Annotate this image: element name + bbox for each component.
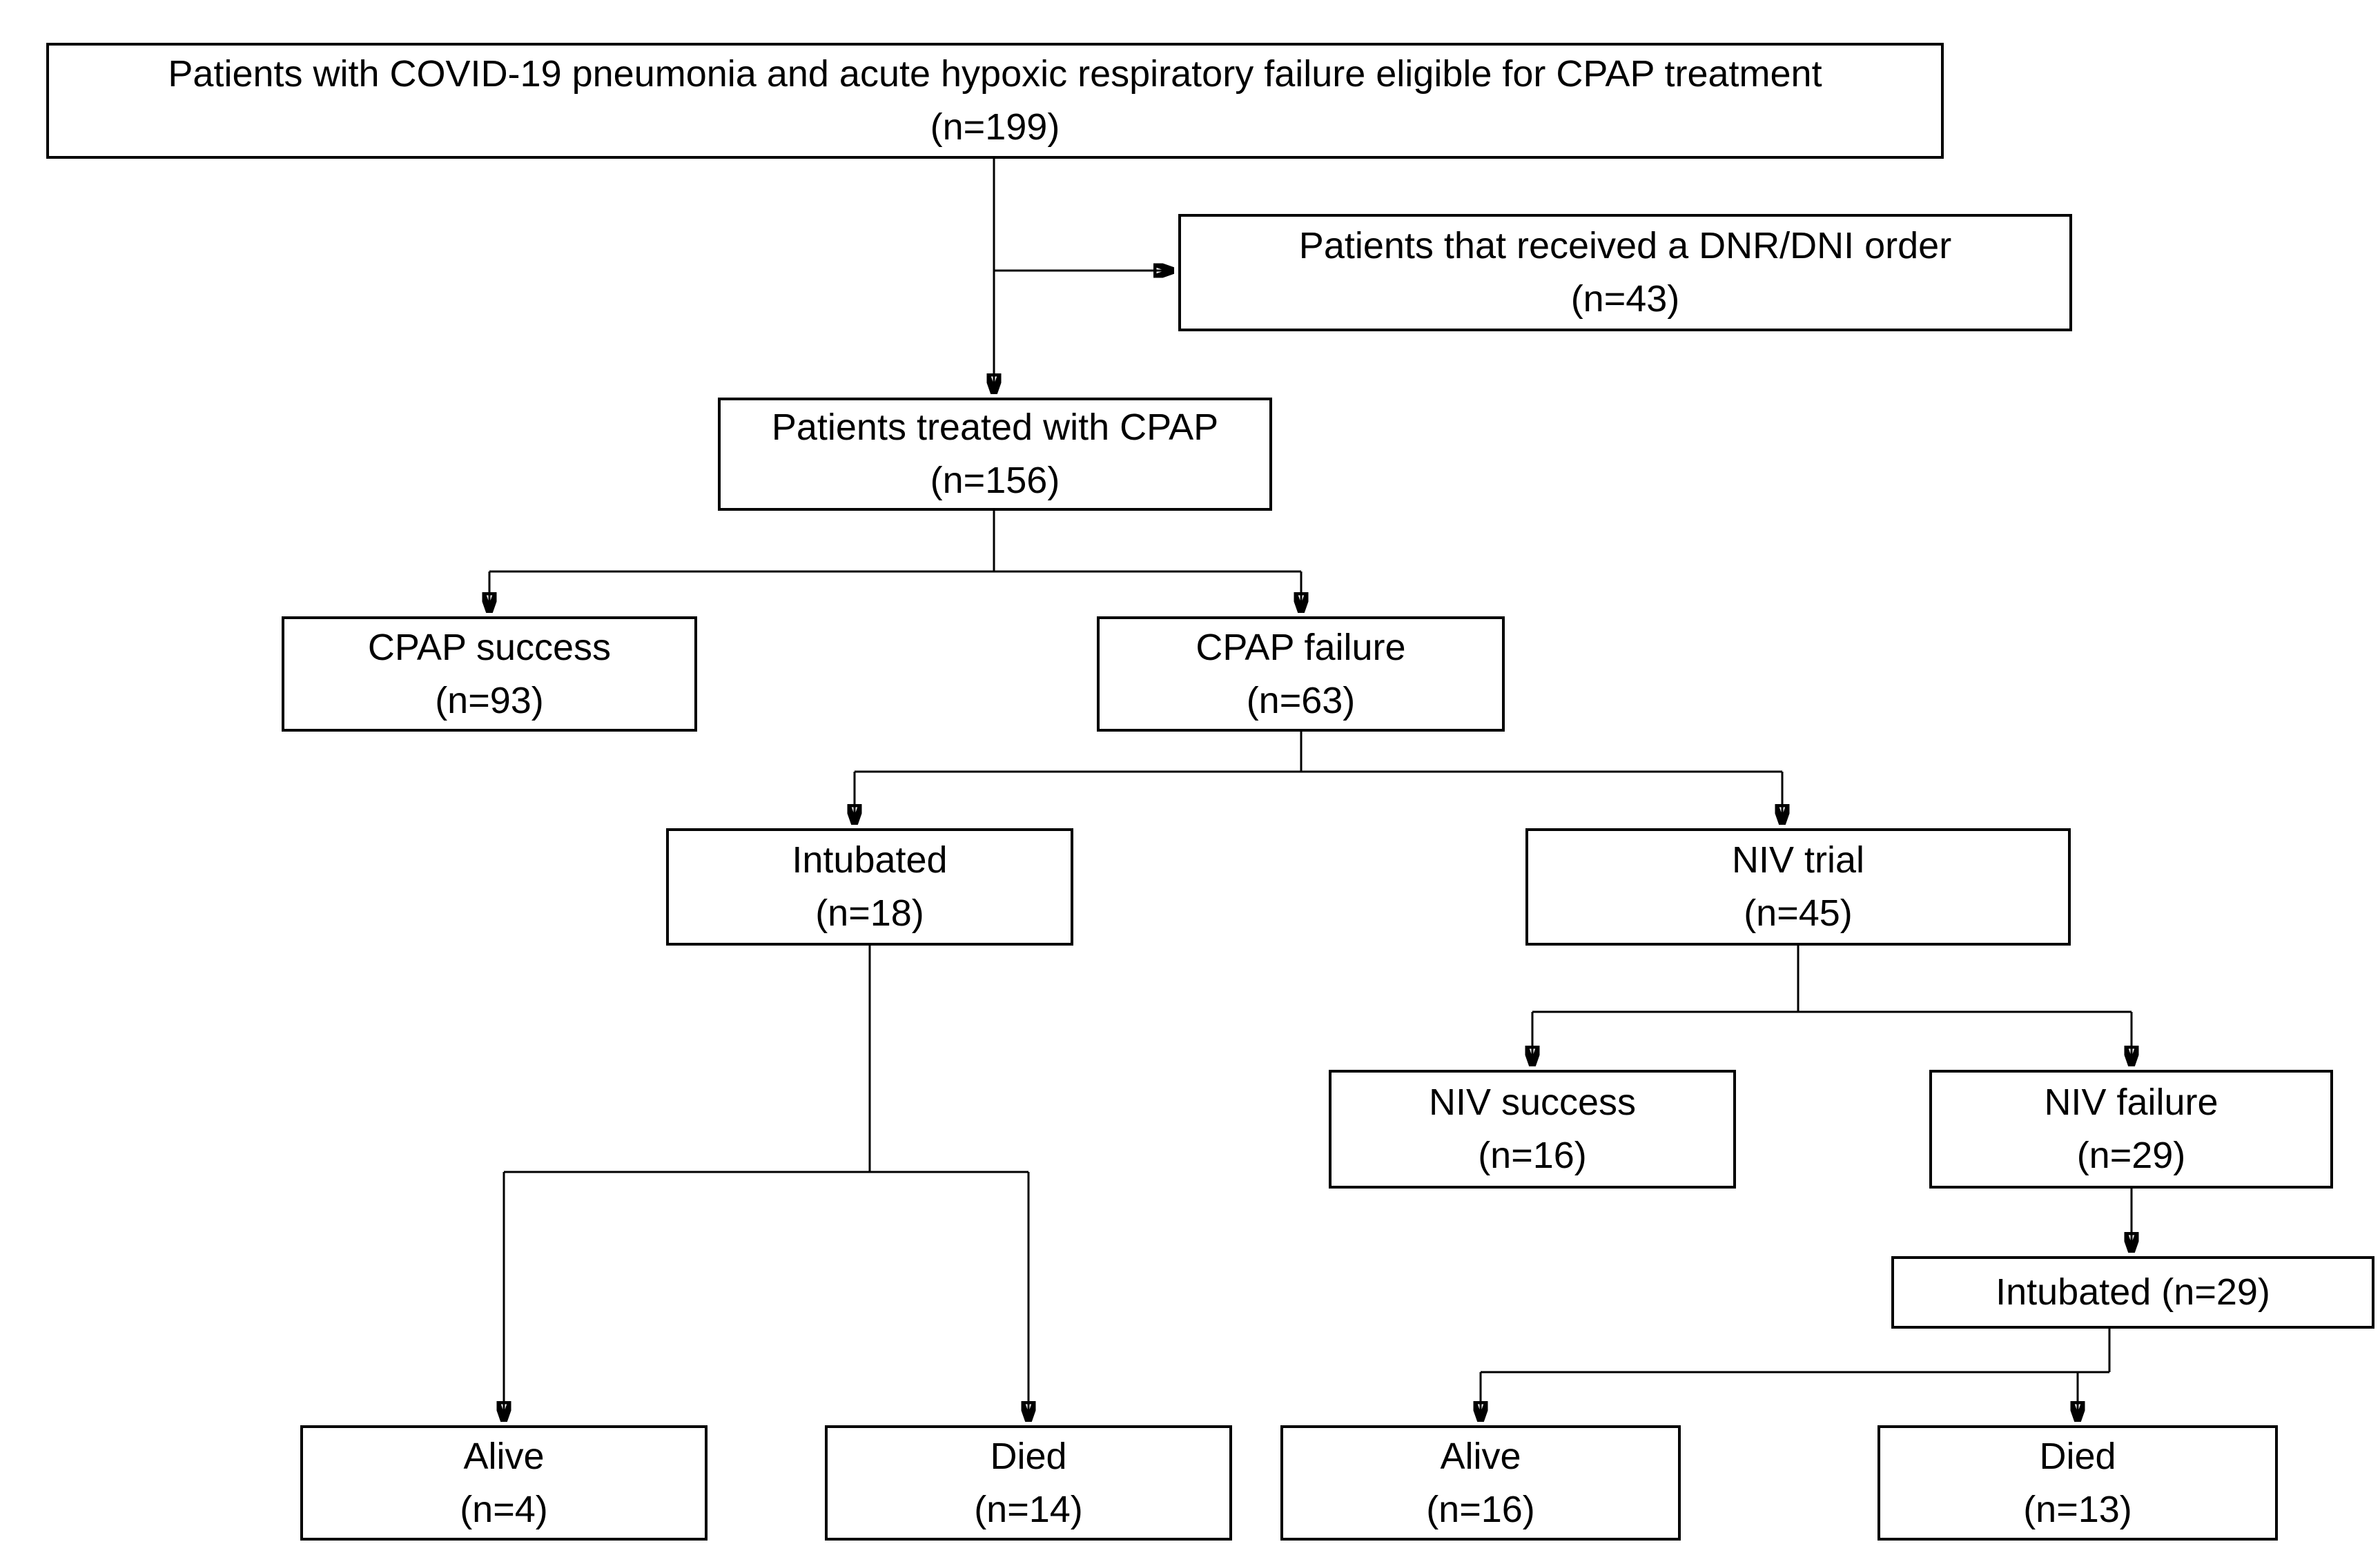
box-count: (n=18) (815, 892, 924, 934)
flow-box-died-after-niv: Died (n=13) (1877, 1425, 2278, 1541)
box-label: NIV success (1428, 1082, 1637, 1124)
box-count: (n=29) (2076, 1135, 2186, 1176)
box-count: (n=13) (2023, 1488, 2132, 1530)
box-label: NIV trial (1731, 839, 1865, 881)
box-label: Alive (1440, 1435, 1521, 1477)
flow-box-alive-after-niv: Alive (n=16) (1280, 1425, 1681, 1541)
flow-box-intubated-after-niv: Intubated (n=29) (1891, 1256, 2374, 1329)
box-count: (n=63) (1246, 679, 1356, 721)
flow-box-niv-trial: NIV trial (n=45) (1525, 828, 2071, 946)
box-label: Died (2039, 1435, 2116, 1477)
box-label: Died (990, 1435, 1067, 1477)
box-label: CPAP success (367, 626, 612, 668)
box-count: (n=43) (1570, 278, 1680, 320)
box-label: Alive (463, 1435, 545, 1477)
box-count: (n=16) (1478, 1135, 1587, 1176)
box-count: (n=93) (435, 679, 544, 721)
box-count: (n=4) (460, 1488, 548, 1530)
flow-box-eligible: Patients with COVID-19 pneumonia and acu… (46, 43, 1944, 159)
flow-box-cpap-failure: CPAP failure (n=63) (1097, 616, 1505, 732)
flow-box-died-primary: Died (n=14) (825, 1425, 1232, 1541)
box-label: Intubated (792, 839, 948, 881)
flow-box-dnr-dni: Patients that received a DNR/DNI order (… (1178, 214, 2072, 331)
box-label: Patients that received a DNR/DNI order (1298, 225, 1952, 267)
flow-box-intubated-primary: Intubated (n=18) (666, 828, 1073, 946)
box-count: (n=199) (930, 106, 1060, 148)
box-count: (n=14) (974, 1488, 1083, 1530)
box-label: Intubated (n=29) (1996, 1271, 2270, 1313)
flow-box-niv-success: NIV success (n=16) (1329, 1070, 1736, 1189)
flow-box-alive-primary: Alive (n=4) (300, 1425, 708, 1541)
flow-box-niv-failure: NIV failure (n=29) (1929, 1070, 2333, 1189)
flow-box-cpap-success: CPAP success (n=93) (282, 616, 697, 732)
box-label: CPAP failure (1196, 626, 1406, 668)
box-label: NIV failure (2044, 1082, 2218, 1124)
flow-box-cpap-treated: Patients treated with CPAP (n=156) (718, 398, 1272, 511)
box-count: (n=16) (1426, 1488, 1535, 1530)
box-count: (n=45) (1744, 892, 1853, 934)
box-label: Patients treated with CPAP (771, 407, 1219, 449)
box-count: (n=156) (930, 460, 1060, 501)
box-label: Patients with COVID-19 pneumonia and acu… (168, 53, 1822, 95)
